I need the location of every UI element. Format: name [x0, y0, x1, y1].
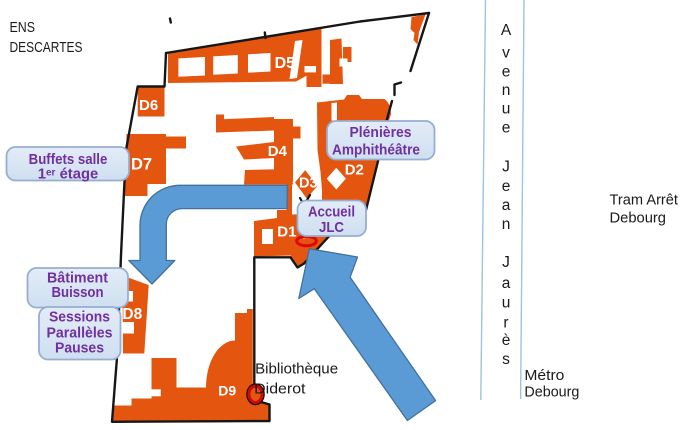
- svg-text:D4: D4: [268, 143, 288, 160]
- svg-text:ENS: ENS: [10, 19, 36, 36]
- svg-text:a: a: [502, 275, 511, 292]
- svg-text:Sessions: Sessions: [49, 310, 110, 326]
- svg-text:n: n: [502, 82, 511, 99]
- svg-text:D6: D6: [139, 97, 158, 114]
- svg-text:u: u: [502, 101, 511, 118]
- svg-text:JLC: JLC: [319, 220, 344, 236]
- svg-text:u: u: [502, 295, 511, 312]
- svg-text:v: v: [502, 45, 510, 62]
- svg-text:J: J: [502, 254, 510, 271]
- svg-text:D8: D8: [122, 306, 142, 323]
- svg-text:Pauses: Pauses: [55, 341, 104, 357]
- svg-text:Plénières: Plénières: [350, 125, 412, 141]
- svg-text:Diderot: Diderot: [254, 381, 306, 398]
- svg-text:Tram Arrêt: Tram Arrêt: [610, 191, 679, 208]
- svg-text:e: e: [502, 178, 511, 195]
- svg-text:D3: D3: [299, 176, 318, 192]
- svg-text:A: A: [501, 22, 512, 39]
- svg-text:D9: D9: [218, 382, 236, 398]
- svg-text:Debourg: Debourg: [524, 383, 579, 400]
- svg-text:r: r: [503, 315, 508, 332]
- svg-text:Accueil: Accueil: [308, 205, 355, 221]
- svg-text:e: e: [502, 120, 511, 137]
- svg-text:D7: D7: [131, 155, 152, 173]
- svg-text:Buffets salle: Buffets salle: [29, 152, 108, 168]
- svg-text:Buisson: Buisson: [52, 285, 104, 301]
- svg-text:Parallèles: Parallèles: [47, 326, 113, 342]
- svg-text:DESCARTES: DESCARTES: [10, 39, 83, 56]
- svg-text:D5: D5: [275, 55, 296, 72]
- svg-text:J: J: [502, 159, 510, 176]
- svg-text:D2: D2: [345, 161, 364, 178]
- svg-text:s: s: [502, 351, 510, 368]
- svg-text:e: e: [502, 64, 511, 81]
- svg-text:è: è: [502, 332, 511, 349]
- svg-text:Métro: Métro: [524, 367, 564, 384]
- svg-text:n: n: [502, 216, 511, 233]
- svg-text:Amphithéâtre: Amphithéâtre: [332, 143, 420, 159]
- svg-text:Bâtiment: Bâtiment: [47, 271, 108, 287]
- svg-text:Bibliothèque: Bibliothèque: [255, 361, 338, 378]
- svg-text:Debourg: Debourg: [610, 210, 667, 227]
- svg-text:a: a: [502, 197, 511, 214]
- svg-text:D1: D1: [277, 224, 296, 241]
